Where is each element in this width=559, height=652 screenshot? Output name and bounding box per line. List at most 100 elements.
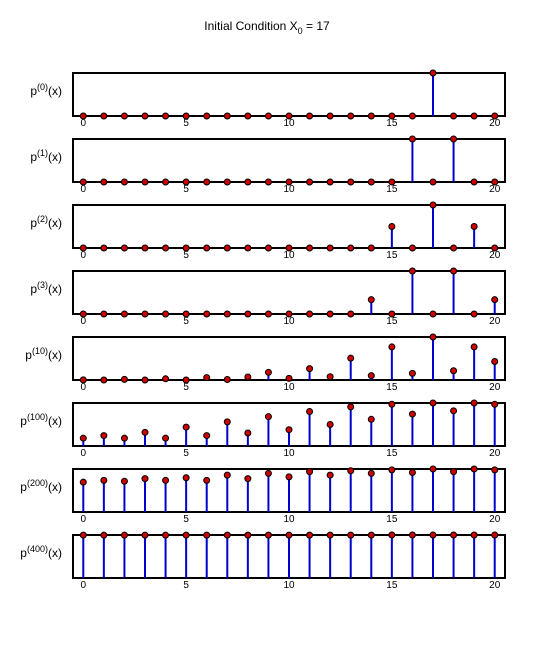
x-tick-label: 20 bbox=[489, 316, 501, 327]
stem-marker bbox=[326, 373, 334, 381]
stem-marker bbox=[79, 434, 87, 442]
stem-marker bbox=[408, 469, 416, 477]
stem-marker bbox=[182, 423, 190, 431]
stem-marker bbox=[79, 178, 87, 186]
stem-marker bbox=[223, 418, 231, 426]
stem-marker bbox=[470, 178, 478, 186]
stem-marker bbox=[203, 531, 211, 539]
x-tick-label: 10 bbox=[283, 514, 295, 525]
stem-marker bbox=[285, 426, 293, 434]
stem-marker bbox=[470, 310, 478, 318]
panel-y-label: p(200)(x) bbox=[20, 478, 62, 494]
stem-marker bbox=[306, 112, 314, 120]
panel-axes-box bbox=[72, 138, 506, 183]
stem-marker bbox=[285, 178, 293, 186]
x-tick-label: 5 bbox=[183, 514, 189, 525]
stem-marker bbox=[264, 413, 272, 421]
x-tick-label: 5 bbox=[183, 118, 189, 129]
stem-marker bbox=[408, 267, 416, 275]
stem-marker bbox=[244, 475, 252, 483]
stem-marker bbox=[264, 244, 272, 252]
stem-marker bbox=[450, 531, 458, 539]
stem-marker bbox=[223, 310, 231, 318]
stem-marker bbox=[162, 476, 170, 484]
stem-marker bbox=[347, 467, 355, 475]
stem-marker bbox=[120, 434, 128, 442]
stem-marker bbox=[408, 112, 416, 120]
stem-marker bbox=[223, 178, 231, 186]
stem-marker bbox=[79, 531, 87, 539]
x-tick-label: 15 bbox=[386, 448, 398, 459]
stem-marker bbox=[491, 357, 499, 365]
stem-marker bbox=[162, 434, 170, 442]
stem-marker bbox=[264, 531, 272, 539]
stem-marker bbox=[491, 178, 499, 186]
stem-marker bbox=[347, 178, 355, 186]
stem-marker bbox=[223, 471, 231, 479]
stem-marker bbox=[244, 112, 252, 120]
panel-y-label: p(100)(x) bbox=[20, 412, 62, 428]
stem-marker bbox=[100, 432, 108, 440]
x-tick-label: 0 bbox=[81, 184, 87, 195]
panel-axes-box bbox=[72, 270, 506, 315]
stem-marker bbox=[244, 373, 252, 381]
stem-marker bbox=[450, 112, 458, 120]
stem-marker bbox=[203, 374, 211, 382]
stem-marker bbox=[203, 310, 211, 318]
x-tick-label: 0 bbox=[81, 514, 87, 525]
stem-marker bbox=[306, 310, 314, 318]
stem-marker bbox=[326, 471, 334, 479]
panel-y-label: p(2)(x) bbox=[30, 214, 62, 230]
stem-marker bbox=[470, 223, 478, 230]
stem-marker bbox=[203, 178, 211, 186]
stem-marker bbox=[306, 244, 314, 252]
stem-marker bbox=[100, 531, 108, 539]
x-tick-label: 20 bbox=[489, 184, 501, 195]
stem-marker bbox=[203, 432, 211, 440]
stem-marker bbox=[182, 474, 190, 482]
stem-marker bbox=[367, 296, 375, 304]
stem-marker bbox=[141, 178, 149, 186]
x-tick-label: 20 bbox=[489, 382, 501, 393]
title-suffix: = 17 bbox=[303, 19, 330, 33]
x-tick-label: 20 bbox=[489, 118, 501, 129]
stem-marker bbox=[264, 469, 272, 477]
stem-marker bbox=[470, 465, 478, 473]
stem-marker bbox=[120, 244, 128, 252]
x-tick-label: 0 bbox=[81, 382, 87, 393]
stem-marker bbox=[491, 400, 499, 408]
x-tick-label: 15 bbox=[386, 316, 398, 327]
x-tick-label: 10 bbox=[283, 250, 295, 261]
stem-marker bbox=[203, 476, 211, 484]
stem-marker bbox=[388, 223, 396, 230]
stem-marker bbox=[182, 112, 190, 120]
stem-marker bbox=[306, 178, 314, 186]
stem-marker bbox=[285, 112, 293, 120]
stem-marker bbox=[326, 178, 334, 186]
stem-marker bbox=[182, 531, 190, 539]
stem-marker bbox=[470, 399, 478, 407]
figure-title: Initial Condition X0 = 17 bbox=[204, 19, 330, 36]
stem-marker bbox=[244, 244, 252, 252]
stem-marker bbox=[120, 112, 128, 120]
x-tick-label: 10 bbox=[283, 184, 295, 195]
stem-marker bbox=[326, 421, 334, 428]
stem-marker bbox=[79, 478, 87, 486]
stem-marker bbox=[429, 531, 437, 539]
stem-marker bbox=[120, 310, 128, 318]
stem-marker bbox=[326, 310, 334, 318]
stem-marker bbox=[244, 531, 252, 539]
panel-y-label: p(400)(x) bbox=[20, 544, 62, 560]
stem-marker bbox=[429, 69, 437, 77]
stem-marker bbox=[120, 375, 128, 383]
stem-marker bbox=[203, 244, 211, 252]
stem-marker bbox=[388, 531, 396, 539]
stem-marker bbox=[367, 112, 375, 120]
panel-axes-box bbox=[72, 204, 506, 249]
stem-marker bbox=[285, 310, 293, 318]
stem-marker bbox=[120, 531, 128, 539]
stem-marker bbox=[141, 475, 149, 483]
x-tick-label: 5 bbox=[183, 448, 189, 459]
